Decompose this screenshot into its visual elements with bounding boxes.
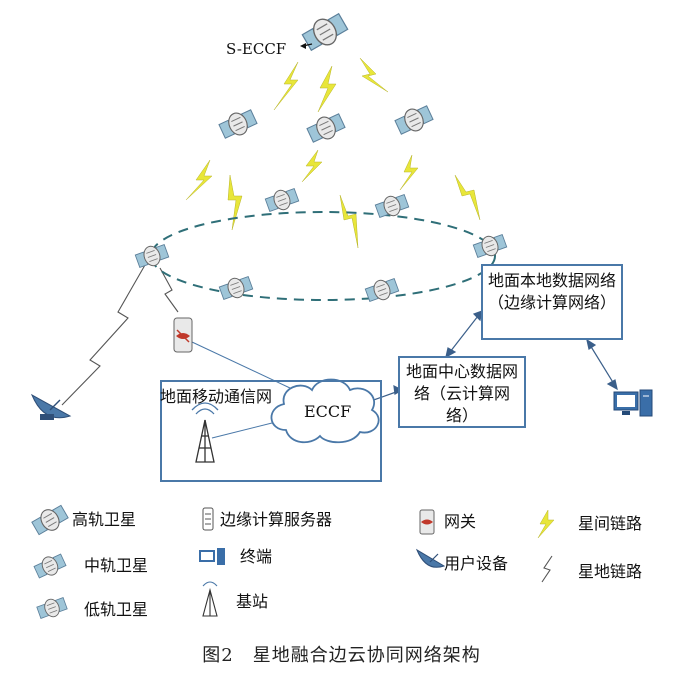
legend-geo-label: 高轨卫星: [72, 510, 137, 529]
leo-satellite-4: [471, 230, 509, 262]
leo-satellite-1: [133, 240, 171, 272]
leo-satellite-3: [373, 190, 411, 222]
center-data-network-label: 地面中心数据网络（云计算网络）: [405, 362, 518, 425]
eccf-cloud: [270, 378, 380, 444]
leo-satellite-6: [363, 274, 401, 306]
meo-satellite-2: [304, 109, 348, 147]
legend-terminal-label: 终端: [240, 547, 273, 566]
legend-isl-label: 星间链路: [578, 514, 643, 533]
geo-label-arrowhead: [300, 43, 306, 49]
user-device-icon: [30, 393, 72, 420]
isl-8: [399, 154, 419, 191]
meo-satellite-3: [392, 101, 436, 139]
leo-satellite-2: [263, 184, 301, 216]
legend-leo-icon: [35, 594, 69, 622]
legend-meo-label: 中轨卫星: [84, 556, 149, 575]
figure-caption: 图2 星地融合边云协同网络架构: [202, 645, 481, 666]
legend-user-device-icon: [415, 548, 446, 568]
isl-4: [185, 159, 213, 201]
legend-base-station-icon: [202, 581, 218, 617]
legend-gateway-icon: [419, 509, 435, 535]
eccf-cloud-label: ECCF: [304, 402, 352, 421]
isl-3: [359, 57, 389, 93]
legend-edge-server-icon: [202, 507, 214, 531]
legend-gateway-label: 网关: [444, 512, 477, 531]
terminal-icon: [613, 389, 653, 417]
legend-meo-icon: [32, 550, 68, 582]
legend-user-device-label: 用户设备: [444, 554, 509, 573]
legend-terminal-icon: [199, 548, 225, 565]
local-data-network-label: 地面本地数据网络（边缘计算网络）: [487, 271, 616, 312]
local-data-network-box: 地面本地数据网络（边缘计算网络）: [481, 264, 623, 340]
center-data-network-box: 地面中心数据网络（云计算网络）: [398, 356, 526, 428]
legend-leo-label: 低轨卫星: [84, 600, 149, 619]
isl-9: [454, 174, 481, 221]
legend-isl-icon: [537, 509, 555, 539]
geo-eccf-label: S-ECCF: [226, 40, 287, 58]
legend-edge-server-label: 边缘计算服务器: [220, 510, 333, 529]
isl-1: [273, 61, 299, 111]
legend-sgl-label: 星地链路: [578, 562, 643, 581]
inter-satellite-links: [185, 57, 481, 249]
legend-sgl-icon: [541, 555, 553, 583]
base-station-icon: [191, 402, 219, 463]
gateway-icon: [173, 317, 193, 353]
leo-orbit: [150, 211, 496, 301]
satellite-ground-links: [61, 264, 179, 406]
sgl-leo-gateway: [159, 267, 179, 313]
isl-7: [339, 194, 359, 249]
legend-geo-icon: [29, 501, 71, 539]
isl-5: [227, 174, 243, 231]
leo-satellite-5: [217, 272, 255, 304]
meo-satellite-1: [216, 105, 260, 143]
geo-satellite: [299, 9, 351, 55]
sgl-leo-user: [61, 264, 146, 406]
legend-base-station-label: 基站: [236, 592, 269, 611]
mobile-network-label: 地面移动通信网: [160, 387, 273, 406]
mobile-network-box: 地面移动通信网: [160, 380, 382, 482]
isl-6: [301, 149, 323, 183]
isl-2: [317, 65, 337, 113]
